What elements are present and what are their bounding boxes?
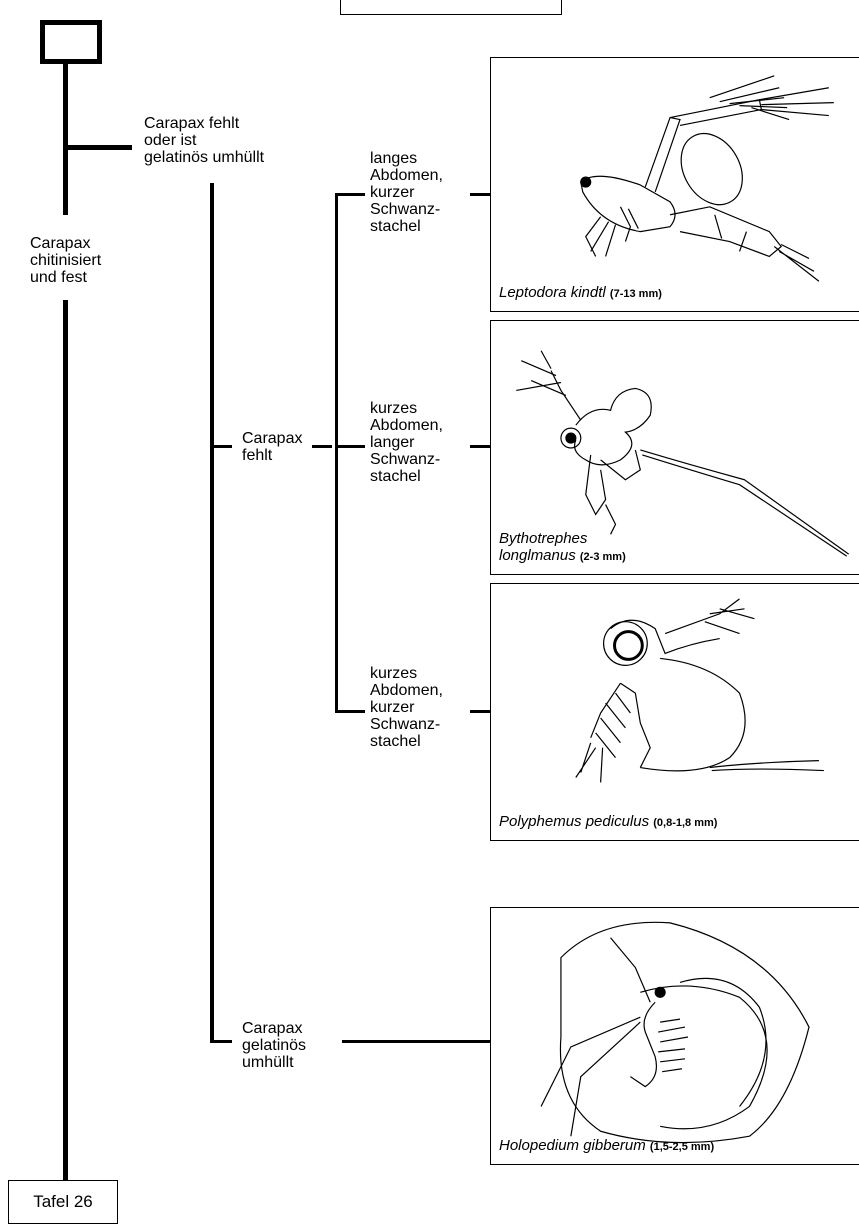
secondary-trunk — [210, 183, 214, 1043]
label-carapax-chitinisiert: Carapax chitinisiert und fest — [30, 235, 101, 286]
label-kurzes-abdomen-langer: kurzes Abdomen, langer Schwanz- stachel — [370, 400, 443, 485]
caption-bythotrephes: Bythotrephes longlmanus (2-3 mm) — [499, 530, 626, 566]
species-size: (0,8-1,8 mm) — [653, 817, 717, 829]
leptodora-drawing — [491, 58, 859, 311]
tertiary-stub-2 — [335, 445, 365, 448]
species-size: (2-3 mm) — [580, 551, 626, 563]
panel-connector-3 — [470, 710, 490, 713]
main-trunk-upper — [63, 63, 68, 215]
species-name: Leptodora kindtl — [499, 284, 606, 301]
species-name: Holopedium gibberum — [499, 1137, 646, 1154]
tafel-box[interactable]: Tafel 26 — [8, 1180, 118, 1224]
caption-polyphemus: Polyphemus pediculus (0,8-1,8 mm) — [499, 813, 717, 832]
secondary-stub-gelatinoes — [210, 1040, 232, 1043]
species-size: (7-13 mm) — [610, 288, 662, 300]
label-kurzes-abdomen-kurzer: kurzes Abdomen, kurzer Schwanz- stachel — [370, 665, 443, 750]
label-carapax-fehlt: Carapax fehlt — [242, 430, 302, 464]
panel-connector-1 — [470, 193, 490, 196]
start-node-square — [40, 20, 102, 64]
main-trunk-lower — [63, 300, 68, 1180]
tertiary-connector — [312, 445, 332, 448]
label-carapax-gelatinoes: Carapax gelatinös umhüllt — [242, 1020, 306, 1071]
panel-holopedium: Holopedium gibberum (1,5-2,5 mm) — [490, 907, 859, 1165]
caption-leptodora: Leptodora kindtl (7-13 mm) — [499, 284, 662, 303]
panel-polyphemus: Polyphemus pediculus (0,8-1,8 mm) — [490, 583, 859, 841]
label-carapax-fehlt-oder-gelatinoes: Carapax fehlt oder ist gelatinös umhüllt — [144, 115, 264, 166]
panel-bythotrephes: Bythotrephes longlmanus (2-3 mm) — [490, 320, 859, 575]
panel-connector-4 — [342, 1040, 490, 1043]
tertiary-stub-3 — [335, 710, 365, 713]
holopedium-drawing — [491, 908, 859, 1164]
top-header-box — [340, 0, 562, 15]
tertiary-trunk — [335, 193, 338, 713]
caption-holopedium: Holopedium gibberum (1,5-2,5 mm) — [499, 1137, 714, 1156]
tafel-label: Tafel 26 — [33, 1192, 93, 1212]
polyphemus-drawing — [491, 584, 859, 840]
secondary-stub-fehlt — [210, 445, 232, 448]
branch-top-connector — [68, 145, 132, 150]
label-langes-abdomen: langes Abdomen, kurzer Schwanz- stachel — [370, 150, 443, 235]
panel-leptodora: Leptodora kindtl (7-13 mm) — [490, 57, 859, 312]
tertiary-stub-1 — [335, 193, 365, 196]
species-name: Polyphemus pediculus — [499, 813, 649, 830]
species-size: (1,5-2,5 mm) — [650, 1141, 714, 1153]
species-name: Bythotrephes longlmanus — [499, 530, 587, 564]
panel-connector-2 — [470, 445, 490, 448]
